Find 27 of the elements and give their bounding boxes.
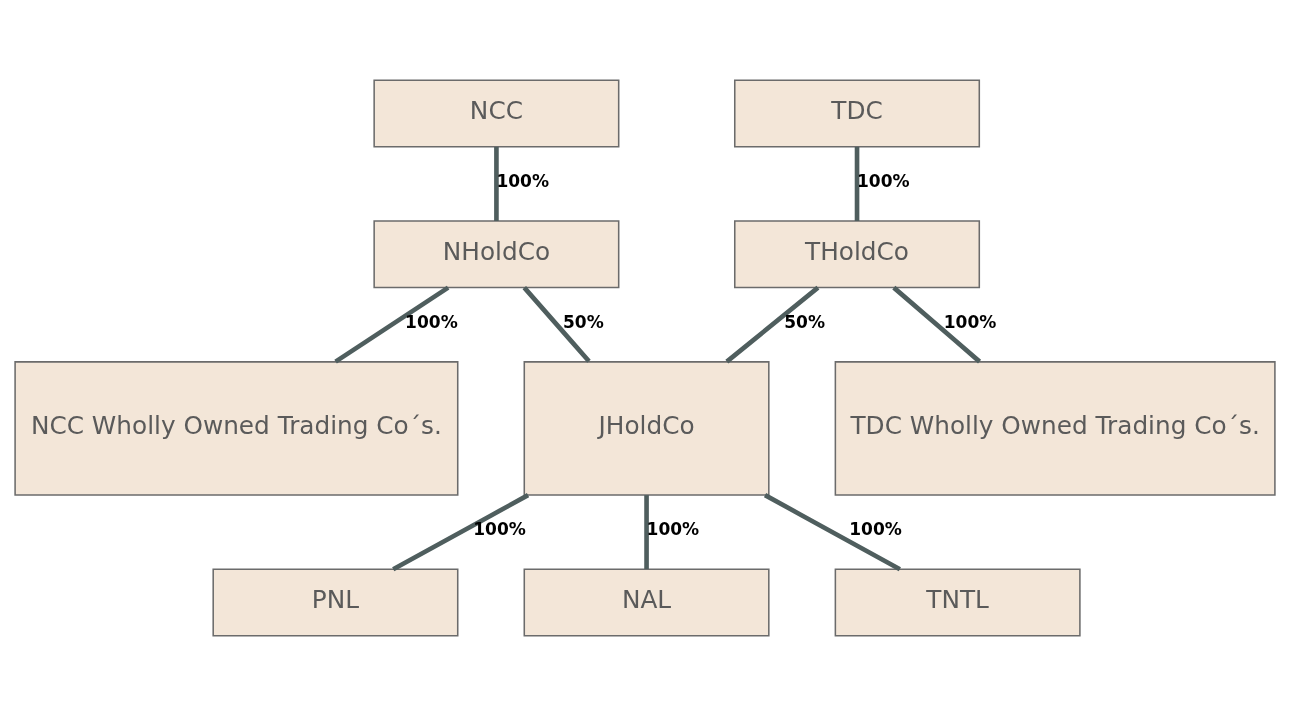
node-box: TDC Wholly Owned Trading Co´s. [834, 360, 1276, 496]
connector [494, 146, 499, 221]
edge-label: 100% [405, 311, 458, 332]
edge-label: 100% [857, 170, 910, 191]
edge-label: 50% [562, 311, 604, 332]
edge-label: 50% [784, 311, 826, 332]
connector [392, 492, 530, 571]
edge-label: 100% [849, 518, 902, 539]
node-box: NCC [373, 78, 620, 147]
node-box: NAL [523, 568, 770, 637]
edge-label: 100% [473, 518, 526, 539]
connector [854, 146, 860, 221]
connector [725, 285, 820, 363]
connector [763, 492, 901, 571]
node-box: JHoldCo [523, 360, 770, 496]
node-box: THoldCo [734, 219, 981, 288]
connector [644, 494, 649, 569]
connector [892, 285, 982, 363]
edge-label: 100% [496, 170, 549, 191]
node-box: PNL [212, 568, 459, 637]
connector [334, 285, 450, 364]
node-box: TDC [734, 78, 981, 147]
node-box: NHoldCo [373, 219, 620, 288]
edge-label: 100% [943, 311, 997, 332]
node-box: TNTL [834, 568, 1081, 637]
node-box: NCC Wholly Owned Trading Co´s. [14, 360, 459, 496]
connector [522, 285, 591, 363]
